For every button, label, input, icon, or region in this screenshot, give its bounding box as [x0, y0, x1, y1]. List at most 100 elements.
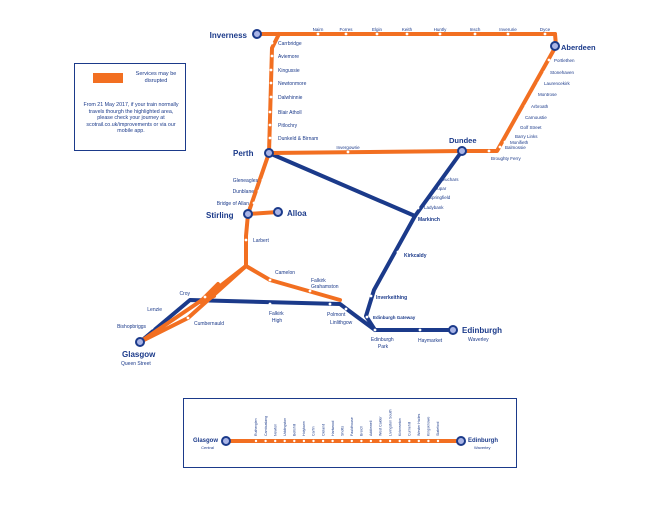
- detail-stop-dot: [341, 439, 344, 443]
- detail-stop-dot: [398, 439, 401, 443]
- label-pitlochry: Pitlochry: [278, 123, 298, 129]
- label-portlethen: Portlethen: [554, 58, 575, 63]
- detail-stop-label: Carfin: [312, 426, 316, 436]
- label-gleneagles: Gleneagles: [233, 178, 259, 184]
- detail-stop-label: Hartwood: [331, 421, 335, 436]
- label-falkirk-grahamston-line2: Grahamston: [311, 284, 339, 290]
- label-edinburgh-park-line1: Edinburgh: [371, 337, 394, 343]
- station-marker-stirling[interactable]: [243, 209, 253, 219]
- station-marker-perth[interactable]: [264, 148, 274, 158]
- station-marker-aberdeen[interactable]: [550, 41, 560, 51]
- label-broughty-ferry: Broughty Ferry: [491, 156, 522, 161]
- detail-stop-dots: [254, 439, 440, 443]
- detail-stop-label: Addiewell: [369, 420, 373, 436]
- label-dalwhinnie: Dalwhinnie: [278, 95, 303, 101]
- label-invergowrie: Invergowrie: [336, 145, 360, 150]
- label-croy: Croy: [179, 291, 190, 297]
- label-camelon: Camelon: [275, 270, 295, 276]
- detail-stop-dot: [360, 439, 363, 443]
- detail-stop-label: Kirknewton: [398, 418, 402, 436]
- legend-box: Services may be disrupted From 21 May 20…: [74, 63, 186, 151]
- label-inverkeithing: Inverkeithing: [376, 295, 407, 301]
- detail-stop-dot: [408, 439, 411, 443]
- detail-stop-label: Livingston South: [388, 409, 392, 436]
- label-haymarket: Haymarket: [418, 338, 443, 344]
- label-inverurie: Inverurie: [499, 27, 517, 32]
- detail-stop-label: Bellshill: [293, 424, 297, 436]
- label-balmossie: Balmossie: [505, 145, 526, 150]
- label-bishopbriggs: Bishopbriggs: [117, 324, 146, 330]
- label-huntly: Huntly: [434, 27, 448, 32]
- route-perth-stirling: [246, 151, 271, 216]
- detail-stop-dot: [321, 439, 325, 443]
- label-edinburgh: Edinburgh: [462, 326, 502, 335]
- label-kirkcaldy: Kirkcaldy: [404, 253, 427, 259]
- detail-stop-dot: [388, 439, 392, 443]
- detail-stop-label: Newton: [273, 424, 277, 436]
- stop-dots: [150, 32, 551, 332]
- label-stonehaven: Stonehaven: [550, 70, 575, 75]
- detail-stop-label: Kingsknowe: [427, 417, 431, 436]
- station-marker-edinburgh[interactable]: [448, 325, 458, 335]
- label-falkirk-grahamston: Falkirk Grahamston: [311, 278, 339, 290]
- route-larbert-glasgow: [138, 264, 248, 344]
- label-golf-street: Golf Street: [520, 125, 542, 130]
- detail-label-glasgow: Glasgow: [193, 438, 218, 444]
- detail-stop-label: West Calder: [379, 415, 383, 436]
- station-marker-dundee[interactable]: [457, 146, 467, 156]
- detail-stop-label: Breich: [360, 426, 364, 436]
- label-arbroath: Arbroath: [531, 104, 549, 109]
- detail-stop-dot: [254, 439, 258, 443]
- detail-label-glasgow-sub: Central: [201, 445, 214, 450]
- detail-stop-label: Cambuslang: [264, 416, 268, 436]
- label-markinch: Markinch: [418, 217, 440, 223]
- label-elgin: Elgin: [372, 27, 383, 32]
- label-stirling: Stirling: [206, 211, 234, 220]
- label-newtonmore: Newtonmore: [278, 81, 307, 87]
- detail-stop-label: Shotts: [340, 426, 344, 436]
- route-stirling-larbert: [244, 212, 250, 268]
- detail-stop-dot: [274, 439, 277, 443]
- station-marker-glasgow[interactable]: [135, 337, 145, 347]
- label-ladybank: Ladybank: [424, 205, 444, 210]
- label-cupar: Cupar: [434, 186, 447, 191]
- station-marker-inverness[interactable]: [252, 29, 262, 39]
- detail-stop-dot: [417, 439, 420, 443]
- label-laurencekirk: Laurencekirk: [544, 81, 571, 86]
- station-marker-alloa[interactable]: [273, 207, 283, 217]
- detail-stop-label: Wester Hailes: [417, 413, 421, 436]
- label-monifieth: Monifieth: [510, 140, 529, 145]
- label-edinburgh-park-line2: Park: [378, 344, 389, 350]
- label-dunblane: Dunblane: [233, 189, 255, 195]
- label-perth: Perth: [233, 149, 254, 158]
- detail-stop-dot: [331, 439, 334, 443]
- detail-stop-dot: [312, 439, 315, 443]
- route-aberdeen-dundee: [460, 32, 558, 153]
- label-nairn: Nairn: [313, 27, 324, 32]
- route-glasgow-edinburgh-high: [138, 298, 377, 344]
- label-dunkeld: Dunkeld & Birnam: [278, 136, 318, 142]
- detail-stop-label: Curriehill: [408, 422, 412, 436]
- label-edinburgh-sub: Waverley: [468, 337, 489, 343]
- label-falkirk-grahamston-line1: Falkirk: [311, 278, 326, 284]
- label-carrbridge: Carrbridge: [278, 41, 302, 47]
- label-falkirk-high-line1: Falkirk: [269, 311, 284, 317]
- label-barry-links: Barry Links: [515, 134, 538, 139]
- detail-label-edinburgh-sub: Waverley: [474, 445, 491, 450]
- label-bridge-of-allan: Bridge of Allan: [217, 201, 249, 207]
- detail-marker-glasgow[interactable]: [221, 436, 231, 446]
- detail-stop-label: Cleland: [321, 424, 325, 436]
- label-edinburgh-park: Edinburgh Park: [371, 337, 395, 350]
- route-perth-ladybank: [267, 151, 417, 218]
- label-keith: Keith: [402, 27, 413, 32]
- detail-label-edinburgh: Edinburgh: [468, 438, 498, 444]
- detail-stop-label: Holytown: [302, 421, 306, 436]
- detail-stop-dot: [369, 439, 373, 443]
- detail-marker-edinburgh[interactable]: [456, 436, 466, 446]
- label-carnoustie: Carnoustie: [525, 115, 547, 120]
- legend-note: From 21 May 2017, if your train normally…: [83, 102, 179, 135]
- label-montrose: Montrose: [538, 92, 557, 97]
